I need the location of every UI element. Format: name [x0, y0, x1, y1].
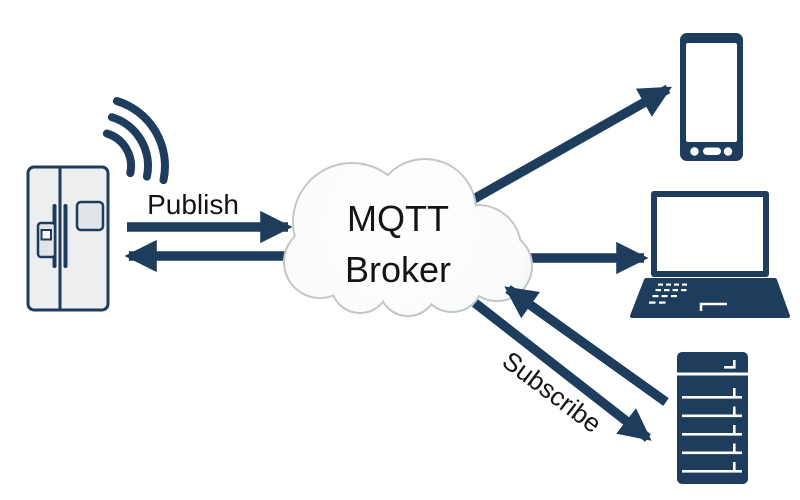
arrow-broker-to-server: [472, 299, 652, 442]
laptop-trackpad: [699, 302, 727, 311]
smartphone-icon: [680, 33, 743, 161]
broker-label-line1: MQTT: [347, 198, 449, 239]
publish-label: Publish: [147, 189, 239, 220]
arrow-server-to-broker: [504, 285, 669, 406]
laptop-icon: [630, 191, 790, 318]
laptop-keyboard: [649, 283, 687, 304]
server-icon: [677, 352, 748, 484]
server-drive-bays: [682, 388, 742, 473]
wifi-signal-icon: [102, 97, 169, 185]
broker-label: MQTT Broker: [345, 193, 451, 295]
broker-label-line2: Broker: [344, 249, 452, 290]
refrigerator-icon: [26, 165, 110, 312]
mqtt-broker-cloud: [283, 158, 533, 317]
arrow-broker-to-phone: [455, 84, 672, 213]
